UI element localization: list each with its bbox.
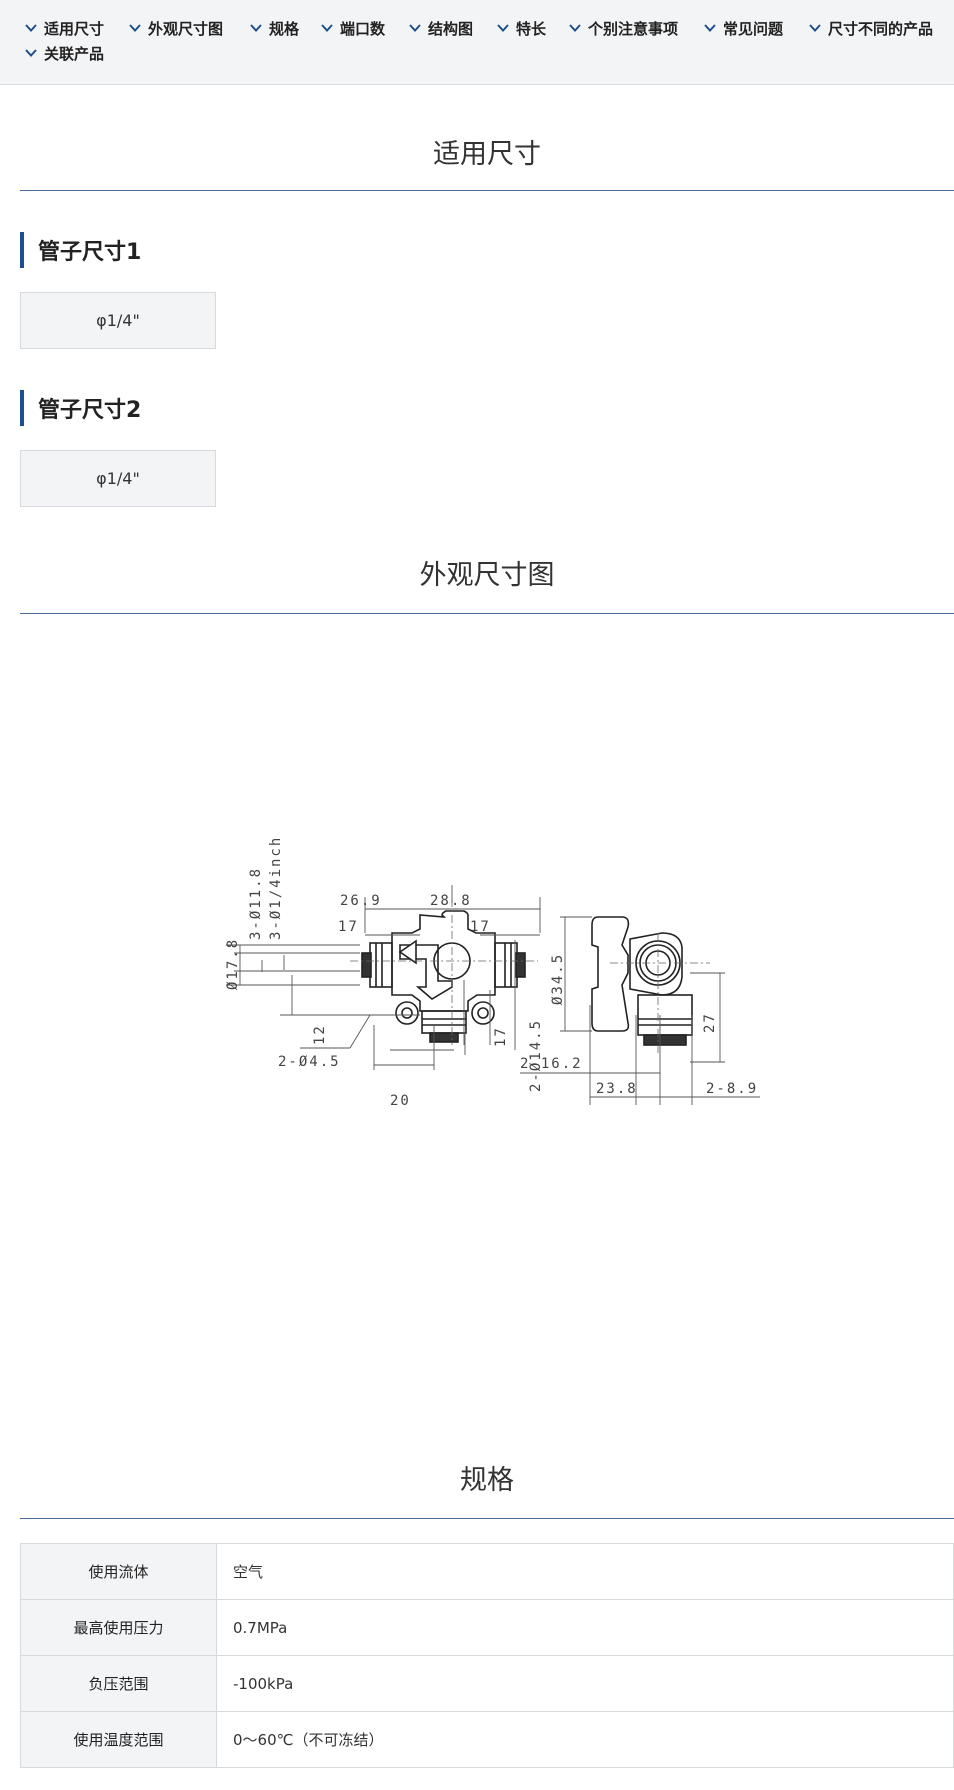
spec-key: 负压范围 [20,1655,217,1712]
tube-size-2-value: φ1/4" [20,450,216,507]
chevron-down-icon [703,21,717,35]
tube-size-2-heading: 管子尺寸2 [20,390,141,426]
table-row: 负压范围 -100kPa [20,1655,954,1712]
side-view-labels: Ø34.5 27 2-16.2 23.8 2-8.9 [520,953,758,1097]
nav-label: 外观尺寸图 [148,19,224,38]
spec-value: 0～60℃（不可冻结） [216,1711,954,1768]
spec-table: 使用流体 空气 最高使用压力 0.7MPa 负压范围 -100kPa 使用温度范… [20,1543,954,1768]
nav-label: 常见问题 [723,19,784,38]
dimension-drawing: 26.9 28.8 17 17 3-Ø11.8 3-Ø1/4inch Ø17.8… [220,815,870,1150]
dim-label: 3-Ø1/4inch [268,836,284,940]
nav-notes[interactable]: 个别注意事项 [568,17,678,39]
chevron-down-icon [249,21,263,35]
spec-value: 空气 [216,1543,954,1600]
chevron-down-icon [24,46,38,60]
nav-other-sizes[interactable]: 尺寸不同的产品 [808,17,933,39]
chevron-down-icon [408,21,422,35]
section-title-applicable-size: 适用尺寸 [433,139,541,170]
nav-applicable-size[interactable]: 适用尺寸 [24,17,104,39]
dim-label: 17 [493,1026,509,1047]
spec-value: -100kPa [216,1655,954,1712]
chevron-down-icon [320,21,334,35]
dim-label: 3-Ø11.8 [248,867,264,940]
chevron-down-icon [496,21,510,35]
nav-related-products[interactable]: 关联产品 [24,42,104,64]
nav-dimension-drawing[interactable]: 外观尺寸图 [128,17,223,39]
nav-specs[interactable]: 规格 [249,17,299,39]
dim-label: Ø17.8 [225,938,241,990]
front-view [350,899,538,1045]
nav-label: 特长 [516,19,547,38]
nav-label: 结构图 [428,19,474,38]
nav-label: 适用尺寸 [44,19,105,38]
table-row: 使用流体 空气 [20,1543,954,1600]
dim-label: 28.8 [430,893,472,909]
table-row: 最高使用压力 0.7MPa [20,1599,954,1656]
dim-label: 2-8.9 [706,1081,758,1097]
dim-label: Ø34.5 [550,953,566,1005]
nav-port-count[interactable]: 端口数 [320,17,385,39]
nav-structure[interactable]: 结构图 [408,17,473,39]
tube-size-1-heading: 管子尺寸1 [20,232,141,268]
table-row: 使用温度范围 0～60℃（不可冻结） [20,1711,954,1768]
spec-key: 使用流体 [20,1543,217,1600]
nav-faq[interactable]: 常见问题 [703,17,783,39]
nav-label: 规格 [269,19,300,38]
chevron-down-icon [568,21,582,35]
section-title-dimension-drawing: 外观尺寸图 [419,560,555,591]
nav-label: 关联产品 [44,44,105,63]
chevron-down-icon [808,21,822,35]
section-divider [20,1518,954,1519]
nav-label: 个别注意事项 [588,19,679,38]
spec-key: 最高使用压力 [20,1599,217,1656]
dim-label: 2-Ø14.5 [528,1019,544,1092]
dim-label: 17 [338,919,359,935]
tube-size-1-value: φ1/4" [20,292,216,349]
dim-label: 2-16.2 [520,1056,583,1072]
spec-value: 0.7MPa [216,1599,954,1656]
side-view [591,916,710,1055]
section-title-specs: 规格 [460,1465,514,1496]
dim-label: 12 [312,1024,328,1045]
section-divider [20,613,954,614]
dim-label: 2-Ø4.5 [278,1054,341,1070]
nav-label: 端口数 [340,19,386,38]
dim-label: 26.9 [340,893,382,909]
section-nav: 适用尺寸 外观尺寸图 规格 端口数 结构图 特长 个别注意事项 常见问题 尺寸不… [0,0,954,85]
nav-label: 尺寸不同的产品 [828,19,934,38]
chevron-down-icon [24,21,38,35]
dim-label: 23.8 [596,1081,638,1097]
nav-features[interactable]: 特长 [496,17,546,39]
dim-label: 17 [470,919,491,935]
spec-key: 使用温度范围 [20,1711,217,1768]
dim-label: 27 [702,1012,718,1033]
section-divider [20,190,954,191]
dim-label: 20 [390,1093,411,1109]
front-view-labels: 26.9 28.8 17 17 3-Ø11.8 3-Ø1/4inch Ø17.8… [225,836,544,1109]
chevron-down-icon [128,21,142,35]
